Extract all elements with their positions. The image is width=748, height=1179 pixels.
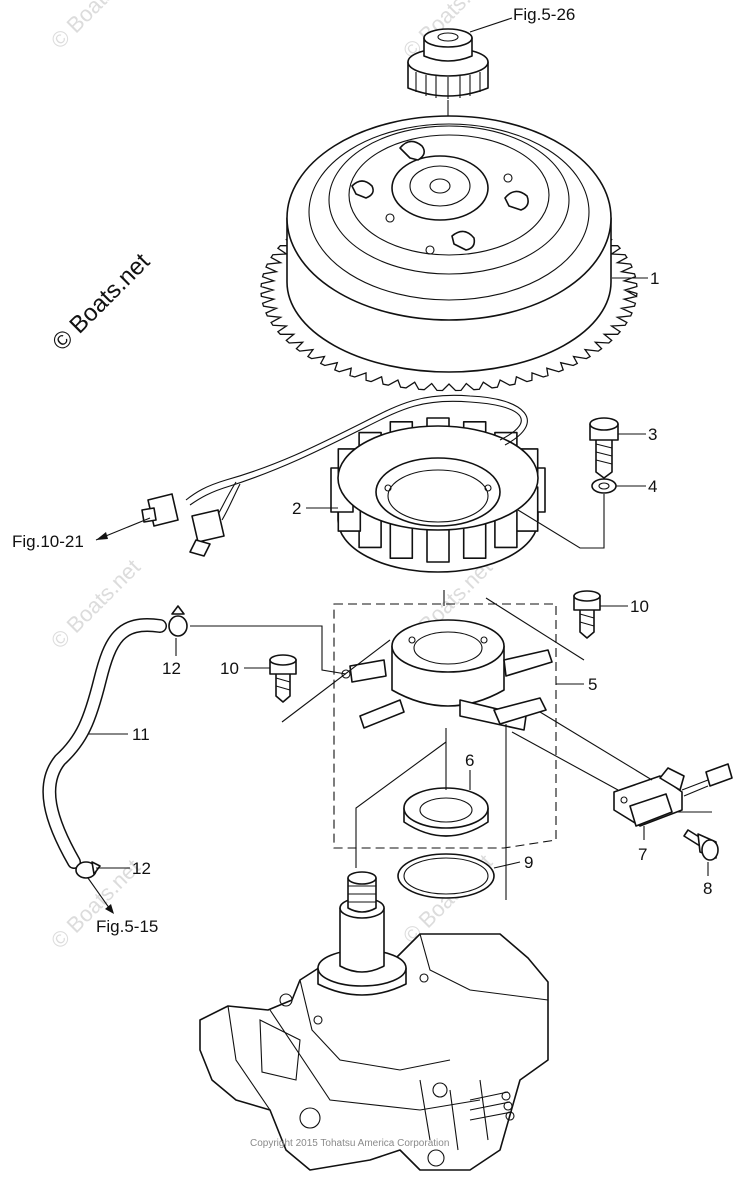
callout-12-top: 12 [162, 659, 181, 678]
crankcase [199, 871, 549, 1171]
ref-fig-10-21[interactable]: Fig.10-21 [12, 532, 84, 551]
assembly-line [517, 494, 605, 549]
arrow-head [105, 904, 114, 914]
flywheel [260, 115, 638, 392]
callout-10-left: 10 [220, 659, 239, 678]
callout-9: 9 [524, 853, 533, 872]
assembly-line [539, 711, 653, 781]
callout-2: 2 [292, 499, 301, 518]
callout-12-bottom: 12 [132, 859, 151, 878]
bolt-3 [589, 417, 619, 479]
clamp-12-top [168, 605, 188, 637]
stator-bracket [341, 619, 553, 731]
callout-3: 3 [648, 425, 657, 444]
subassembly-outline [333, 603, 557, 849]
bolt-10-right [573, 590, 601, 639]
callout-6: 6 [465, 751, 474, 770]
assembly-line [355, 741, 447, 868]
watermark-faint: © Boats.net [46, 0, 145, 54]
callout-7: 7 [638, 845, 647, 864]
oil-seal-6 [403, 787, 489, 837]
callout-8: 8 [703, 879, 712, 898]
hose-11 [42, 618, 167, 869]
callout-4: 4 [648, 477, 657, 496]
callout-10-right: 10 [630, 597, 649, 616]
watermark-faint: © Boats.net [46, 554, 145, 653]
callout-5: 5 [588, 675, 597, 694]
callout-leader [493, 861, 521, 869]
stator [330, 417, 546, 573]
copyright-text: Copyright 2015 Tohatsu America Corporati… [250, 1138, 449, 1149]
clamp-12-bottom [75, 861, 101, 879]
o-ring-9 [397, 853, 495, 899]
ref-leader [469, 17, 513, 33]
wiring-connectors [141, 493, 225, 557]
ref-leader [87, 877, 113, 913]
assembly-line [485, 597, 585, 661]
assembly-line [511, 731, 619, 791]
bolt-10-left [269, 654, 297, 703]
flywheel-nut [407, 28, 489, 99]
watermark-main: © Boats.net [47, 248, 155, 356]
ref-fig-5-26[interactable]: Fig.5-26 [513, 5, 575, 24]
ref-fig-5-15[interactable]: Fig.5-15 [96, 917, 158, 936]
sensor-7 [613, 763, 733, 827]
assembly-line [190, 625, 347, 675]
assembly-line [281, 639, 391, 723]
callout-1: 1 [650, 269, 659, 288]
arrow-head [96, 532, 108, 540]
bolt-8 [683, 829, 719, 861]
washer-4 [591, 478, 617, 494]
callout-11: 11 [132, 725, 150, 744]
